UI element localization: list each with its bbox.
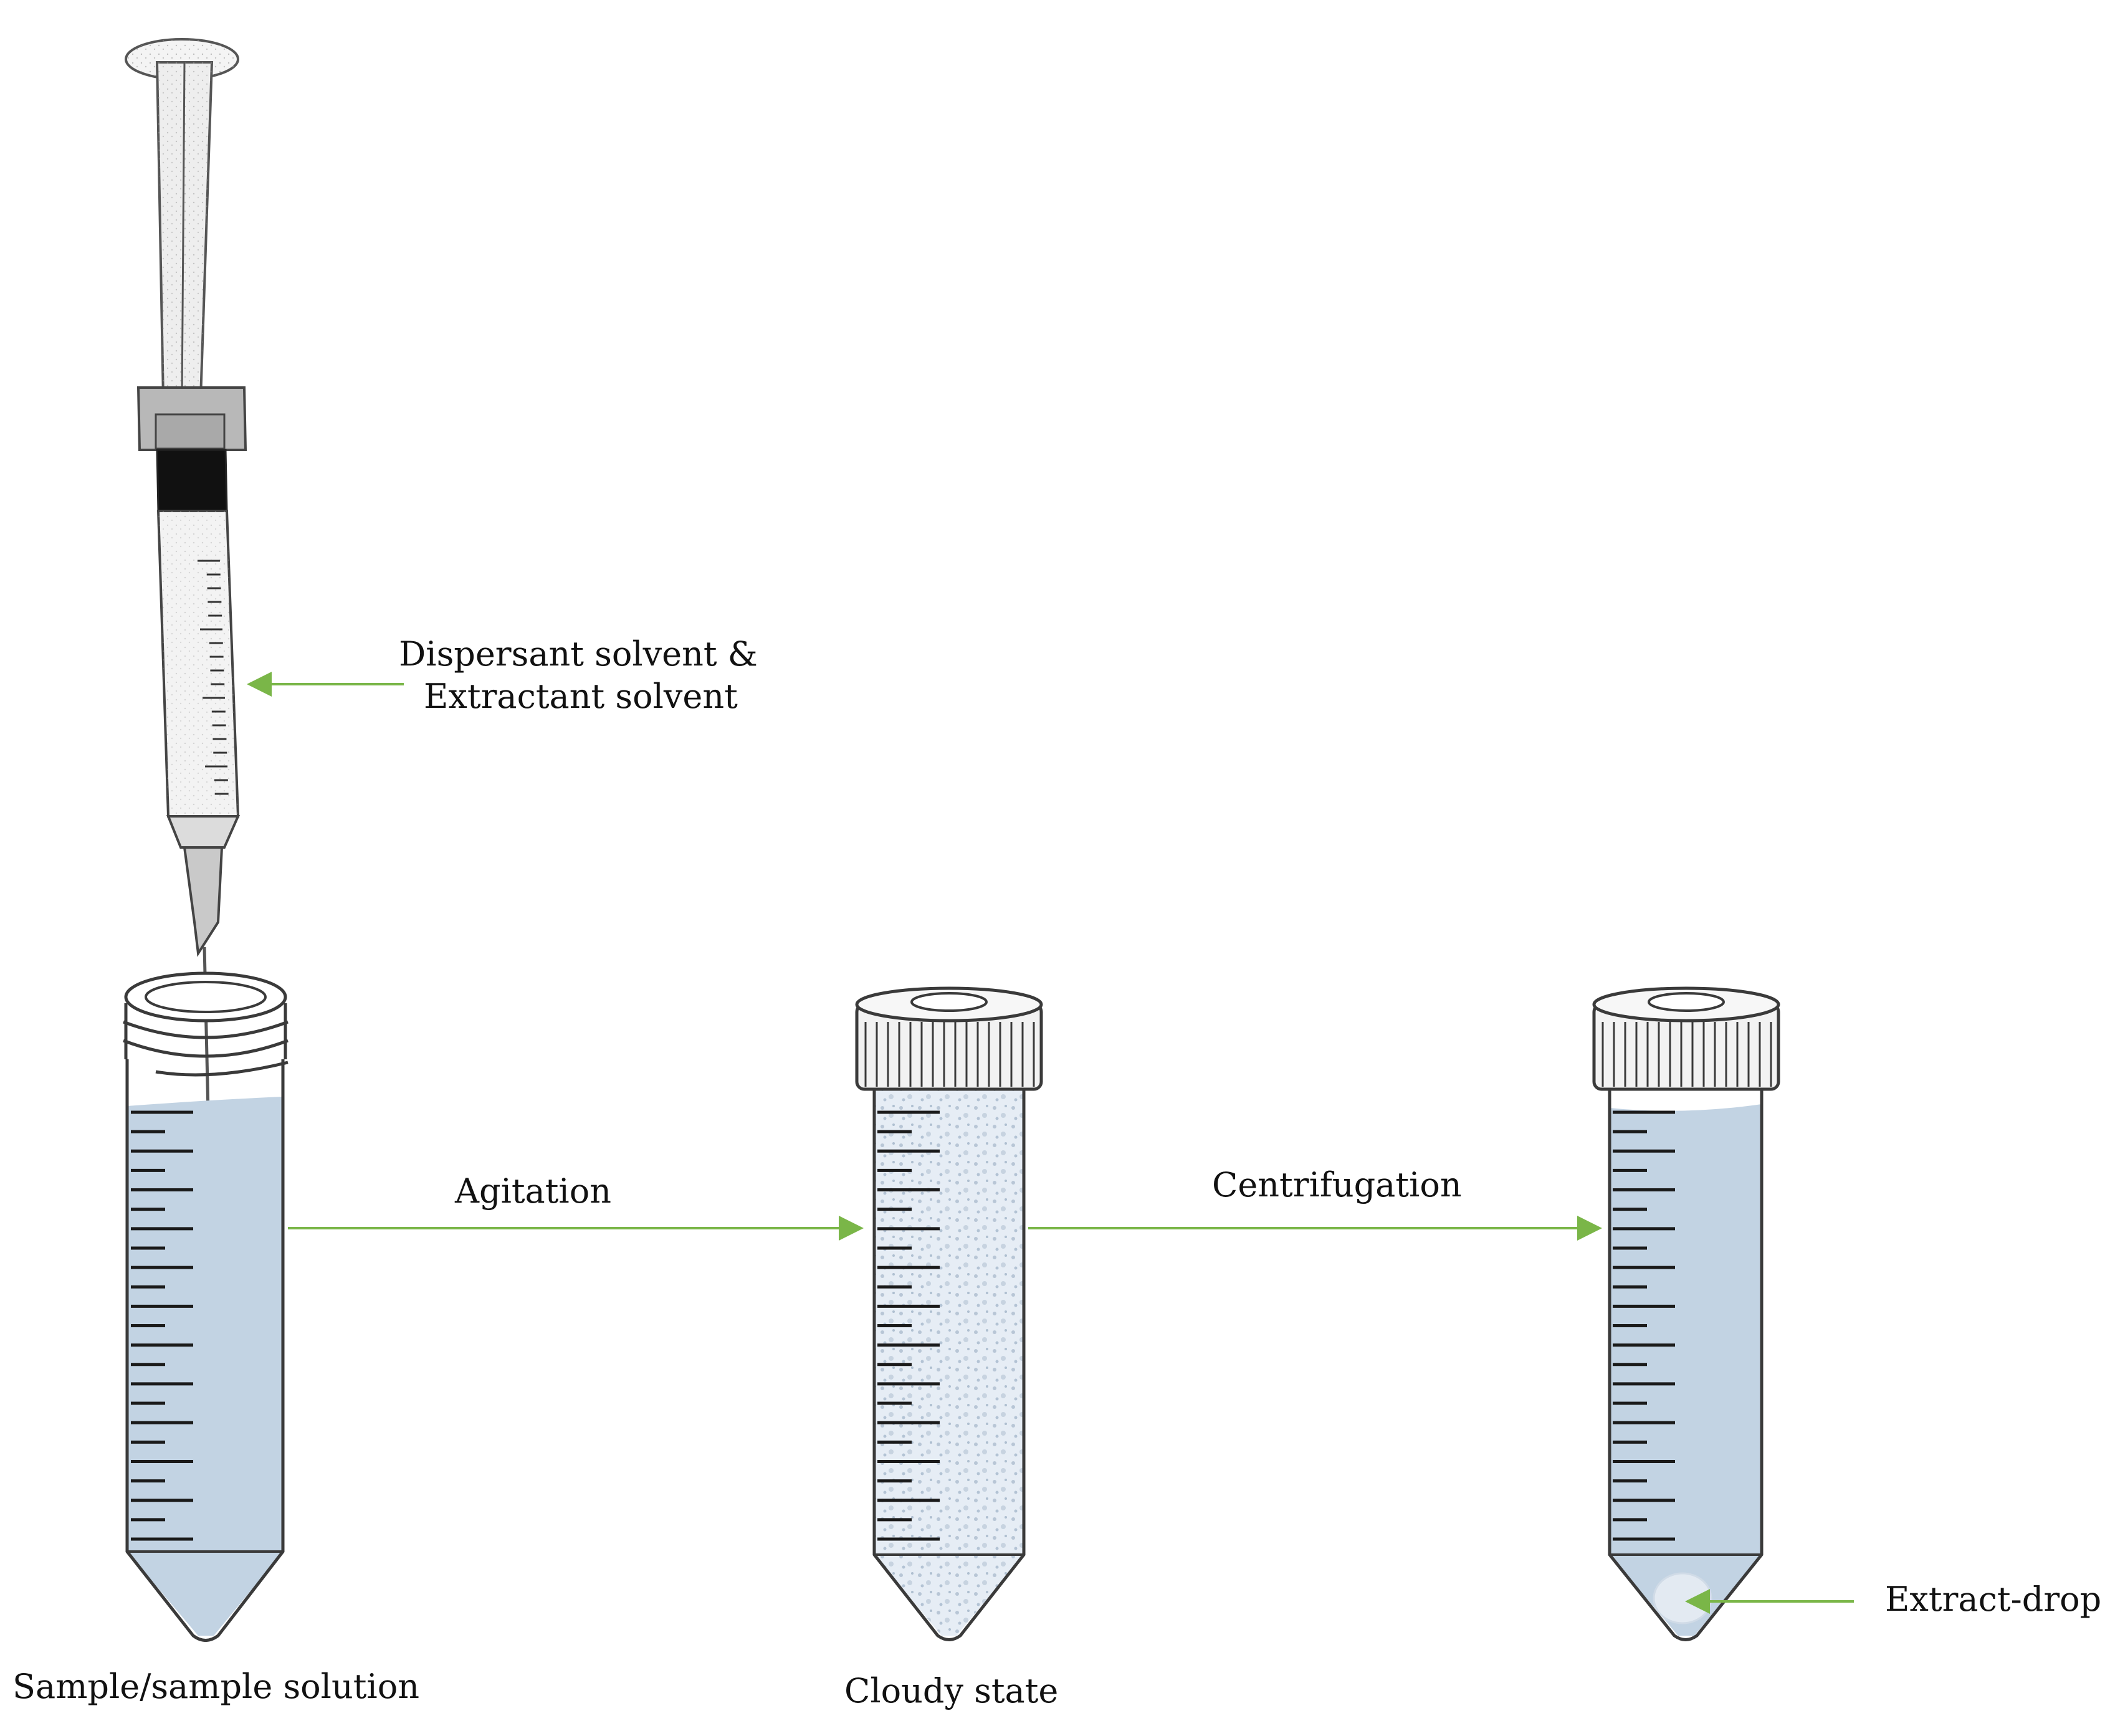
tube1-liquid: [127, 1097, 283, 1636]
cloudy-state-label: Cloudy state: [844, 1671, 1058, 1710]
plunger-stopper: [156, 449, 228, 512]
tube2-outline: [872, 1087, 1026, 1641]
agitation-label: Agitation: [454, 1171, 611, 1211]
tube3-liquid: [1610, 1104, 1762, 1636]
sample-tube: [123, 971, 289, 1642]
cloudy-tube: [855, 986, 1043, 1641]
centrifugation-label: Centrifugation: [1212, 1165, 1462, 1204]
extract-drop-label: Extract-drop: [1885, 1580, 2101, 1619]
tube3-outline: [1608, 1087, 1764, 1641]
extract-drop-blob: [1653, 1572, 1712, 1624]
sample-label: Sample/sample solution: [12, 1667, 419, 1706]
tube1-threads: [124, 1003, 287, 1059]
syringe-label-line1: Dispersant solvent &: [399, 634, 758, 674]
centrifuged-tube: [1592, 986, 1780, 1641]
tube1-outline: [125, 1059, 285, 1642]
syringe-tip: [166, 815, 241, 849]
needle-hub: [183, 846, 224, 957]
syringe-label-line2: Extractant solvent: [424, 677, 738, 716]
syringe: [125, 38, 247, 1222]
